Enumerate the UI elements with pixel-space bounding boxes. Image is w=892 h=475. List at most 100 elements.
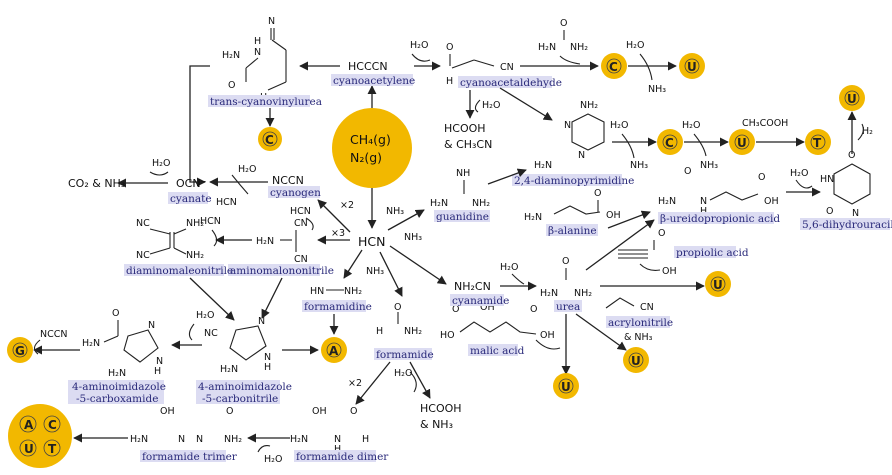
svg-text:C: C	[48, 418, 57, 432]
cyanoacetylene-label: cyanoacetylene	[333, 75, 415, 87]
svg-text:O: O	[684, 166, 691, 177]
diaminomaleonitrile-label: diaminomaleonitrile	[126, 265, 233, 277]
svg-text:T: T	[48, 442, 57, 456]
svg-text:H₂N: H₂N	[430, 198, 448, 209]
svg-text:H₂N: H₂N	[108, 368, 126, 379]
svg-text:N: N	[334, 434, 341, 445]
urea-structure: O H₂N NH₂	[540, 256, 592, 299]
svg-text:G: G	[15, 344, 25, 358]
svg-text:O: O	[658, 228, 665, 239]
aminomalononitrile-label: aminomalononitrile	[230, 265, 334, 277]
formamide-label: formamide	[376, 349, 434, 361]
svg-text:H₂N: H₂N	[538, 42, 556, 53]
formamide-nh3: & NH₃	[420, 418, 453, 431]
trans-cyanovinylurea-structure: N H N H₂N O H	[222, 16, 287, 103]
svg-text:N: N	[264, 352, 271, 363]
svg-text:H: H	[264, 362, 271, 373]
svg-text:H: H	[254, 36, 261, 47]
svg-text:A: A	[24, 418, 34, 432]
urea-label: urea	[556, 301, 580, 313]
co2-nh3-product: CO₂ & NH₃	[68, 177, 125, 190]
cytosine-node-1	[258, 127, 282, 151]
svg-text:H₂O: H₂O	[410, 40, 428, 51]
guanidine-structure: NH H₂N NH₂	[430, 168, 490, 209]
aic-label-1: 4-aminoimidazole	[72, 381, 166, 393]
methane-nitrogen-source-node	[332, 108, 412, 188]
svg-text:NC: NC	[136, 218, 150, 229]
uracil-node-top	[679, 53, 705, 79]
ureidopropionic-label: β-ureidopropionic acid	[660, 213, 780, 225]
dihydrouracil-structure: O HN O N H	[820, 150, 871, 229]
svg-text:O: O	[848, 150, 855, 161]
svg-text:NH₂: NH₂	[580, 100, 598, 111]
cyanamide-formula: NH₂CN	[454, 280, 491, 293]
uracil-node-right	[705, 271, 731, 297]
svg-text:OH: OH	[764, 196, 779, 207]
svg-text:O: O	[112, 308, 119, 319]
svg-text:O: O	[826, 206, 833, 217]
aminomalononitrile-structure: H₂N CN CN	[256, 218, 308, 265]
svg-text:N: N	[178, 434, 185, 445]
formamide-dimer-label: formamide dimer	[296, 451, 389, 463]
svg-text:H₂N: H₂N	[130, 434, 148, 445]
svg-text:H₂O: H₂O	[264, 454, 282, 465]
aic-structure: O H₂N N N H H₂N	[82, 308, 163, 379]
cyanoacetaldehyde-structure: O H CN	[446, 42, 514, 87]
acrylonitrile-nh3: & NH₃	[624, 332, 653, 343]
svg-text:H₂O: H₂O	[196, 310, 214, 321]
uracil-node-topright	[839, 85, 865, 111]
uracil-node-bottom	[553, 373, 579, 399]
svg-text:O: O	[560, 18, 567, 29]
svg-text:H₂N: H₂N	[222, 50, 240, 61]
formamide-dimer-structure: OH O H₂N N H H	[290, 406, 369, 455]
svg-text:HO: HO	[440, 330, 455, 341]
formamidine-label: formamidine	[304, 301, 372, 313]
cyanogen-label: cyanogen	[270, 187, 321, 199]
svg-text:H: H	[376, 326, 383, 337]
svg-text:C: C	[265, 133, 274, 147]
svg-text:H: H	[154, 366, 161, 377]
aicn-label-2: -5-carbonitrile	[202, 393, 278, 405]
svg-text:H₂O: H₂O	[394, 368, 412, 379]
svg-text:H₂O: H₂O	[152, 158, 170, 169]
diaminomaleonitrile-structure: NC NH₂ NC NH₂	[136, 218, 204, 261]
svg-text:OH: OH	[662, 266, 677, 277]
formamide-trimer-label: formamide trimer	[142, 451, 238, 463]
svg-text:C: C	[665, 136, 674, 150]
svg-text:CN: CN	[294, 254, 308, 265]
aicn-label-1: 4-aminoimidazole	[198, 381, 292, 393]
ncccn-reagent: NCCN	[40, 329, 67, 340]
malic-acid-label: malic acid	[470, 345, 525, 357]
diaminopyrimidine-structure: NH₂ N N H₂N	[534, 100, 605, 171]
svg-text:U: U	[24, 442, 34, 456]
svg-text:CN: CN	[640, 302, 654, 313]
svg-text:OH: OH	[480, 302, 495, 313]
formamide-trimer-structure: OH O H₂N N N NH₂	[130, 406, 242, 445]
svg-text:N: N	[196, 434, 203, 445]
cyanoacetaldehyde-label: cyanoacetaldehyde	[460, 77, 562, 89]
acetic-acid-reagent: CH₃COOH	[742, 118, 788, 129]
svg-text:N: N	[268, 16, 275, 27]
svg-text:O: O	[562, 256, 569, 267]
cyanoacetylene-formula: HCCCN	[348, 60, 388, 73]
svg-text:H₂N: H₂N	[534, 160, 552, 171]
svg-text:H₂O: H₂O	[238, 164, 256, 175]
svg-text:NH: NH	[456, 168, 470, 179]
svg-text:NH₂: NH₂	[404, 326, 422, 337]
cytosine-node-mid	[657, 129, 683, 155]
acrylonitrile-structure: CN	[605, 297, 654, 313]
svg-text:O: O	[228, 80, 235, 91]
svg-text:C: C	[609, 60, 618, 74]
svg-text:O: O	[452, 304, 459, 315]
svg-text:N: N	[254, 47, 261, 58]
diaminopyrimidine-label: 2,4-diaminopyrimidine	[514, 175, 634, 187]
ch3cn-product: & CH₃CN	[444, 138, 492, 151]
svg-text:H₂O: H₂O	[610, 120, 628, 131]
svg-text:H₂O: H₂O	[482, 100, 500, 111]
svg-text:NH₃: NH₃	[404, 232, 422, 243]
svg-text:U: U	[847, 92, 857, 106]
svg-text:H: H	[334, 444, 341, 455]
svg-text:N: N	[258, 316, 265, 327]
svg-text:CN: CN	[294, 218, 308, 229]
